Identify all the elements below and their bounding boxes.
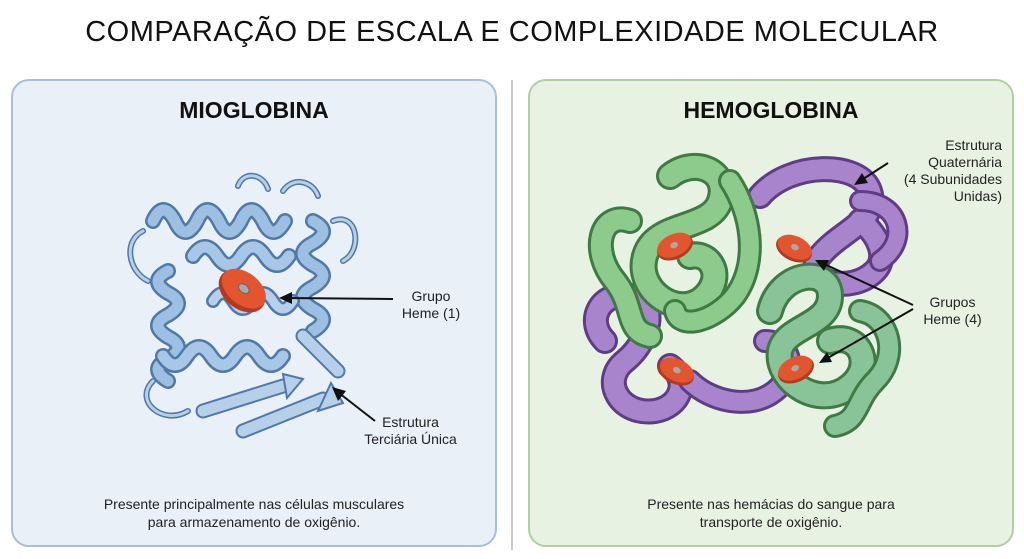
myoglobin-caption: Presente principalmente nas células musc… xyxy=(103,496,405,530)
myoglobin-structure-label: Estrutura Terciária Única xyxy=(364,414,457,447)
hemoglobin-title: HEMOGLOBINA xyxy=(683,97,859,123)
myoglobin-heme xyxy=(218,268,266,313)
heme-pointer-arrow xyxy=(279,292,394,304)
myoglobin-panel: MIOGLOBINA xyxy=(11,79,497,547)
hemoglobin-heme-1 xyxy=(657,232,693,261)
myoglobin-figure xyxy=(127,172,394,439)
myoglobin-heme-label: Grupo Heme (1) xyxy=(401,288,461,321)
hemoglobin-hemes-label: Grupos Heme (4) xyxy=(923,294,982,327)
divider xyxy=(511,80,513,550)
quaternary-structure-label: Estrutura Quaternária (4 Subunidades Uni… xyxy=(903,137,1002,204)
hemoglobin-heme-2 xyxy=(776,234,812,263)
quaternary-pointer-arrow xyxy=(854,162,889,185)
myoglobin-title: MIOGLOBINA xyxy=(179,97,329,123)
hemoglobin-figure xyxy=(582,153,914,438)
main-title: COMPARAÇÃO DE ESCALA E COMPLEXIDADE MOLE… xyxy=(85,16,939,48)
hemes-pointer-arrow-upper xyxy=(815,260,914,306)
green-subunit xyxy=(587,153,902,438)
hemes-pointer-arrow-lower xyxy=(819,308,914,363)
hemoglobin-heme-4 xyxy=(778,355,814,384)
structure-pointer-arrow xyxy=(332,387,376,422)
hemoglobin-heme-3 xyxy=(658,357,694,386)
hemoglobin-caption: Presente nas hemácias do sangue para tra… xyxy=(647,496,895,530)
hemoglobin-panel: HEMOGLOBINA xyxy=(528,79,1014,547)
beta-arrow-head xyxy=(281,372,305,401)
